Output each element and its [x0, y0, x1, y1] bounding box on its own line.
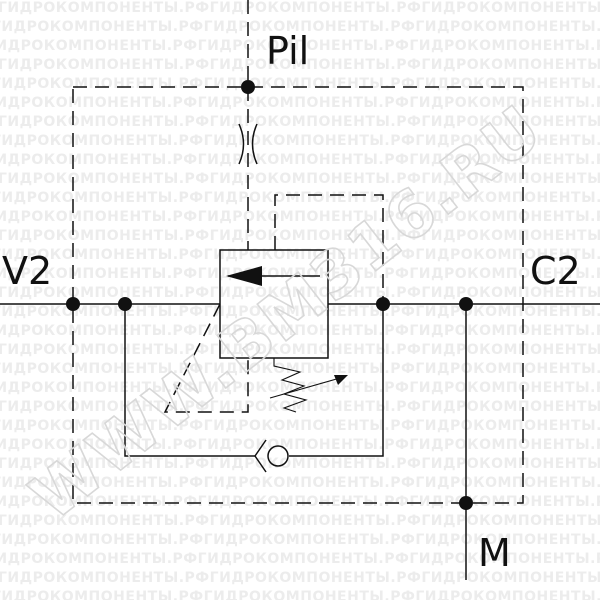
watermark-row: ГИДРОКОМПОНЕНТЫ.РФГИДРОКОМПОНЕНТЫ.РФГИДР… — [0, 228, 600, 244]
watermark-row: ГИДРОКОМПОНЕНТЫ.РФГИДРОКОМПОНЕНТЫ.РФГИДР… — [0, 0, 600, 16]
watermark-row: ГИДРОКОМПОНЕНТЫ.РФГИДРОКОМПОНЕНТЫ.РФГИДР… — [0, 114, 600, 130]
orifice-symbol — [238, 123, 258, 165]
watermark-row: ГИДРОКОМПОНЕНТЫ.РФГИДРОКОМПОНЕНТЫ.РФГИДР… — [0, 57, 600, 73]
spring-adjust-arrowhead — [334, 375, 348, 385]
adjustable-spring-symbol — [273, 358, 308, 413]
watermark-row: ГИДРОКОМПОНЕНТЫ.РФГИДРОКОМПОНЕНТЫ.РФГИДР… — [0, 247, 600, 263]
watermark-row: ГИДРОКОМПОНЕНТЫ.РФГИДРОКОМПОНЕНТЫ.РФГИДР… — [0, 190, 600, 206]
spring-adjust-arrow-line — [269, 377, 341, 399]
watermark-row: ГИДРОКОМПОНЕНТЫ.РФГИДРОКОМПОНЕНТЫ.РФГИДР… — [0, 399, 600, 415]
junction-dot-gauge — [459, 297, 473, 311]
watermark-row: ГИДРОКОМПОНЕНТЫ.РФГИДРОКОМПОНЕНТЫ.РФГИДР… — [0, 266, 600, 282]
watermark-row: ГИДРОКОМПОНЕНТЫ.РФГИДРОКОМПОНЕНТЫ.РФГИДР… — [0, 133, 600, 149]
junction-dot-m — [459, 496, 473, 510]
port-label-c2: C2 — [530, 249, 581, 293]
watermark-row: ГИДРОКОМПОНЕНТЫ.РФГИДРОКОМПОНЕНТЫ.РФГИДР… — [0, 342, 600, 358]
valve-flow-arrowhead — [226, 266, 262, 286]
watermark-row: ГИДРОКОМПОНЕНТЫ.РФГИДРОКОМПОНЕНТЫ.РФГИДР… — [0, 513, 600, 529]
watermark-row: ГИДРОКОМПОНЕНТЫ.РФГИДРОКОМПОНЕНТЫ.РФГИДР… — [0, 456, 600, 472]
watermark-row: ГИДРОКОМПОНЕНТЫ.РФГИДРОКОМПОНЕНТЫ.РФГИДР… — [0, 361, 600, 377]
watermark-row: ГИДРОКОМПОНЕНТЫ.РФГИДРОКОМПОНЕНТЫ.РФГИДР… — [0, 285, 600, 301]
watermark-row: ГИДРОКОМПОНЕНТЫ.РФГИДРОКОМПОНЕНТЫ.РФГИДР… — [0, 209, 600, 225]
port-label-pilot: Pil — [266, 29, 309, 73]
watermark-row: ГИДРОКОМПОНЕНТЫ.РФГИДРОКОМПОНЕНТЫ.РФГИДР… — [0, 76, 600, 92]
junction-dot-v2 — [66, 297, 80, 311]
watermark-row: ГИДРОКОМПОНЕНТЫ.РФГИДРОКОМПОНЕНТЫ.РФГИДР… — [0, 437, 600, 453]
watermark-row: ГИДРОКОМПОНЕНТЫ.РФГИДРОКОМПОНЕНТЫ.РФГИДР… — [0, 418, 600, 434]
watermark-row: ГИДРОКОМПОНЕНТЫ.РФГИДРОКОМПОНЕНТЫ.РФГИДР… — [0, 323, 600, 339]
junction-dot-bypass-right — [376, 297, 390, 311]
watermark-row: ГИДРОКОМПОНЕНТЫ.РФГИДРОКОМПОНЕНТЫ.РФГИДР… — [0, 19, 600, 35]
watermark-row: ГИДРОКОМПОНЕНТЫ.РФГИДРОКОМПОНЕНТЫ.РФГИДР… — [0, 38, 600, 54]
watermark-row: ГИДРОКОМПОНЕНТЫ.РФГИДРОКОМПОНЕНТЫ.РФГИДР… — [0, 475, 600, 491]
port-label-v2: V2 — [2, 249, 52, 293]
watermark-row: ГИДРОКОМПОНЕНТЫ.РФГИДРОКОМПОНЕНТЫ.РФГИДР… — [0, 570, 600, 586]
watermark-row: ГИДРОКОМПОНЕНТЫ.РФГИДРОКОМПОНЕНТЫ.РФГИДР… — [0, 532, 600, 548]
watermark-row: ГИДРОКОМПОНЕНТЫ.РФГИДРОКОМПОНЕНТЫ.РФГИДР… — [0, 494, 600, 510]
watermark-row: ГИДРОКОМПОНЕНТЫ.РФГИДРОКОМПОНЕНТЫ.РФГИДР… — [0, 152, 600, 168]
port-label-m: M — [478, 531, 511, 575]
watermark-row: ГИДРОКОМПОНЕНТЫ.РФГИДРОКОМПОНЕНТЫ.РФГИДР… — [0, 95, 600, 111]
bypass-line-right — [289, 304, 384, 457]
junction-dot-pilot — [241, 80, 255, 94]
check-valve-symbol — [254, 439, 289, 473]
junction-dot-bypass-left — [118, 297, 132, 311]
watermark-row: ГИДРОКОМПОНЕНТЫ.РФГИДРОКОМПОНЕНТЫ.РФГИДР… — [0, 589, 600, 600]
internal-pilot-line — [274, 194, 384, 304]
drain-line — [163, 303, 249, 413]
watermark-row: ГИДРОКОМПОНЕНТЫ.РФГИДРОКОМПОНЕНТЫ.РФГИДР… — [0, 304, 600, 320]
valve-housing-boundary — [72, 86, 524, 504]
watermark-row: ГИДРОКОМПОНЕНТЫ.РФГИДРОКОМПОНЕНТЫ.РФГИДР… — [0, 171, 600, 187]
bypass-line-left — [124, 304, 255, 457]
watermark-row: ГИДРОКОМПОНЕНТЫ.РФГИДРОКОМПОНЕНТЫ.РФГИДР… — [0, 551, 600, 567]
